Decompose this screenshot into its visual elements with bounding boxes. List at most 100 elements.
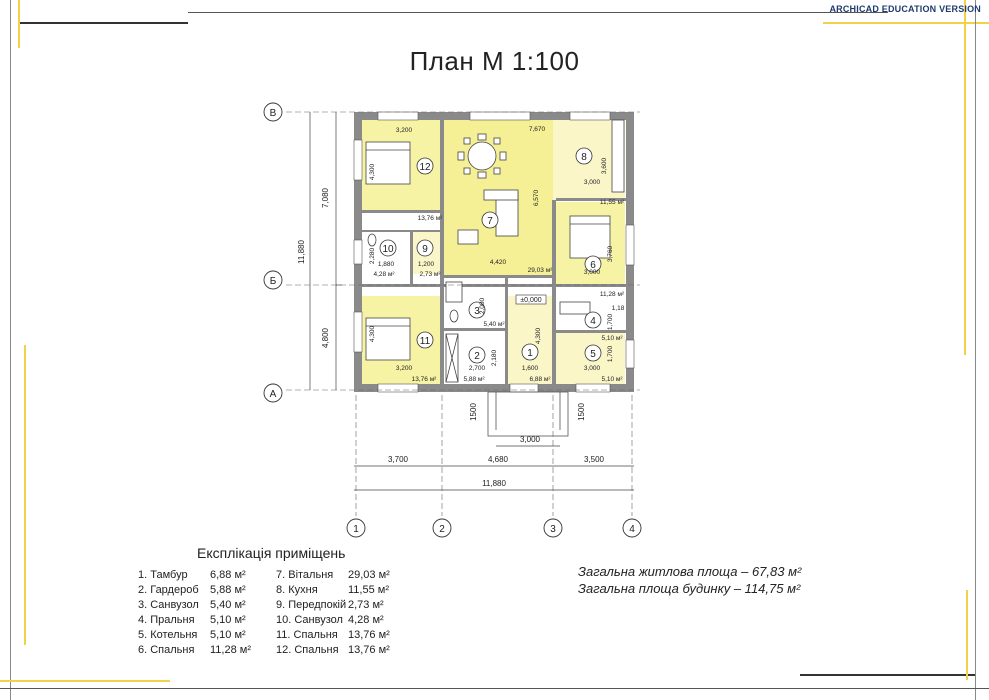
wall-int-v4 <box>410 232 413 284</box>
legend-area-2: 29,03 м² <box>348 569 390 581</box>
axis-label-4: 4 <box>629 524 635 535</box>
legend-area: 5,10 м² <box>210 629 246 641</box>
dim-11880-bottom: 11,880 <box>482 479 506 488</box>
watermark: ARCHICAD EDUCATION VERSION <box>829 4 981 14</box>
room-num-circle-12 <box>416 157 434 175</box>
axis-label-3: 3 <box>550 524 556 535</box>
room-num-circle-3 <box>468 301 486 319</box>
legend-name: 3. Санвузол <box>138 599 199 611</box>
bed-6 <box>569 215 611 259</box>
toilet-10 <box>367 233 377 247</box>
dim-3500: 3,500 <box>584 455 605 464</box>
room-num-5: 5 <box>590 349 596 360</box>
room-num-circle-2 <box>468 346 486 364</box>
room-num-circle-9 <box>416 239 434 257</box>
window-right-2 <box>625 339 635 369</box>
label-r2-h: 2,180 <box>491 349 498 366</box>
label-r5-area: 5,10 м² <box>601 376 623 383</box>
frame-top-line-right <box>188 12 888 13</box>
label-r6-h: 3,760 <box>607 245 614 262</box>
frame-left-accent <box>18 0 20 48</box>
label-r8-h: 3,600 <box>601 157 608 174</box>
dim-porch-3000: 3,000 <box>520 435 541 444</box>
legend-name: 2. Гардероб <box>138 584 199 596</box>
label-r12-w: 3,200 <box>396 127 413 134</box>
window-bottom-2 <box>509 383 539 393</box>
wall-int-h4 <box>444 275 552 278</box>
legend-area: 5,10 м² <box>210 614 246 626</box>
label-r10-h: 2,280 <box>369 247 376 264</box>
room-num-11: 11 <box>420 336 431 347</box>
window-bottom-1 <box>377 383 419 393</box>
legend-title: Експлікація приміщень <box>197 545 346 561</box>
bed-11 <box>365 317 411 361</box>
frame-right-line <box>975 0 976 700</box>
label-r8-w: 3,000 <box>584 179 601 186</box>
area-totals: Загальна житлова площа – 67,83 м² Загаль… <box>578 563 801 597</box>
frame-left-accent-2 <box>24 345 26 645</box>
dim-4680: 4,680 <box>488 455 509 464</box>
kitchen-counter <box>611 119 625 193</box>
axis-bubble-3 <box>543 518 563 538</box>
axis-label-2: 2 <box>439 524 445 535</box>
legend-area-2: 13,76 м² <box>348 629 390 641</box>
wall-int-h5 <box>556 330 626 333</box>
label-r6-area: 11,28 м² <box>600 291 625 298</box>
legend-area: 11,28 м² <box>210 644 251 656</box>
axis-bubble-a <box>263 383 283 403</box>
house-area-total: Загальна площа будинку – 114,75 м² <box>578 581 801 596</box>
axis-bubble-1 <box>346 518 366 538</box>
label-win: 1,18 <box>612 305 625 312</box>
legend-area-2: 13,76 м² <box>348 644 390 656</box>
label-r2-w: 2,700 <box>469 365 486 372</box>
legend-area-2: 11,55 м² <box>348 584 389 596</box>
legend-row: 5. Котельня 5,10 м² 11. Спальня 13,76 м² <box>138 628 408 643</box>
label-r11-area: 13,76 м² <box>412 376 438 383</box>
wall-bottom <box>354 384 634 392</box>
window-right-1 <box>625 224 635 266</box>
legend-area-2: 4,28 м² <box>348 614 384 626</box>
legend-name-2: 7. Вітальня <box>276 569 334 581</box>
label-r3-area: 5,40 м² <box>483 321 505 328</box>
bath-3 <box>445 281 463 303</box>
room-num-circle-1 <box>521 343 539 361</box>
window-left-2 <box>353 239 363 265</box>
room-num-7: 7 <box>487 216 493 227</box>
wall-int-h3 <box>556 198 626 201</box>
room-num-circle-7 <box>481 211 499 229</box>
axis-label-1: 1 <box>353 524 359 535</box>
label-r8-area: 11,55 м² <box>600 199 625 206</box>
toilet-3 <box>449 309 459 323</box>
level-mark: ±0,000 <box>520 297 541 304</box>
frame-bottom-accent <box>0 680 170 682</box>
room-num-6: 6 <box>590 260 596 271</box>
label-r9-w: 1,200 <box>418 261 435 268</box>
legend-name-2: 11. Спальня <box>276 629 338 641</box>
dim-11880-left: 11,880 <box>297 240 306 264</box>
legend-name: 1. Тамбур <box>138 569 188 581</box>
label-r4-h: 1,700 <box>607 313 614 330</box>
legend-area-2: 2,73 м² <box>348 599 384 611</box>
label-r10-area: 4,28 м² <box>373 271 395 278</box>
label-r7-area: 29,03 м² <box>528 267 554 274</box>
label-r12-area: 13,76 м² <box>418 215 444 222</box>
washer-4 <box>559 301 591 315</box>
axis-label-v: В <box>270 108 277 119</box>
label-r7-w: 7,670 <box>529 126 546 133</box>
label-r1-area: 6,88 м² <box>529 376 551 383</box>
axis-bubble-v <box>263 102 283 122</box>
axis-label-a: А <box>270 389 277 400</box>
frame-bottom-line <box>0 688 989 689</box>
label-r1-h: 4,300 <box>535 327 542 344</box>
wall-int-h7 <box>362 230 440 232</box>
page-title: План М 1:100 <box>409 46 580 76</box>
label-r10-w: 1,880 <box>378 261 395 268</box>
dim-7080: 7,080 <box>321 187 330 208</box>
label-r2-area: 5,88 м² <box>463 376 485 383</box>
legend-name: 5. Котельня <box>138 629 198 641</box>
